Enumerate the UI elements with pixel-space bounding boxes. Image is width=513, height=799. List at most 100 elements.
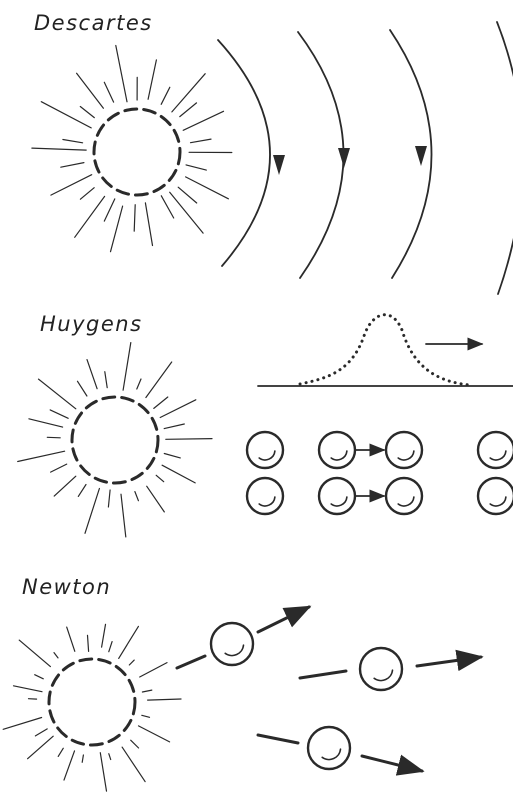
sun-ray <box>104 199 115 221</box>
ball-icon <box>211 623 253 665</box>
panel-descartes: Descartes <box>32 11 513 294</box>
ball-icon <box>319 432 355 468</box>
sun-ray <box>137 379 141 389</box>
sun-ray <box>75 196 105 237</box>
wavefront-arc <box>390 30 432 278</box>
panel-huygens: Huygens <box>18 312 513 537</box>
ball-outline <box>319 478 355 514</box>
ball-outline <box>478 478 513 514</box>
ball-outline <box>247 432 283 468</box>
sun-ray <box>39 379 76 409</box>
sun-ray <box>142 715 150 717</box>
sun-ray <box>18 451 65 461</box>
sun-ray <box>145 203 152 246</box>
sun-ray <box>51 464 67 472</box>
sun-ray <box>178 187 197 203</box>
radiating-sun-icon <box>49 659 135 745</box>
trail-line <box>177 656 205 668</box>
sun-ray <box>14 686 43 692</box>
sun-ray <box>162 465 195 483</box>
ball-icon <box>386 432 422 468</box>
wavefront-arc <box>497 22 513 294</box>
sun-ray <box>156 475 164 481</box>
arrowhead-icon <box>415 146 427 166</box>
pulse-curve <box>300 315 470 385</box>
descartes-wavefronts <box>218 22 513 294</box>
ball-icon <box>319 478 355 514</box>
sun-ray <box>78 485 86 497</box>
ball-icon <box>478 432 513 468</box>
panel-label-huygens: Huygens <box>40 312 143 336</box>
arrow-icon <box>258 607 309 632</box>
sun-ray <box>85 489 99 534</box>
sun-ray <box>186 177 229 199</box>
sun-ray <box>41 102 91 128</box>
trail-line <box>258 735 298 743</box>
sun-ray <box>47 437 60 438</box>
sun-ray <box>35 675 44 679</box>
panel-newton: Newton <box>3 575 481 791</box>
sun-ray <box>28 736 54 759</box>
sun-ray <box>32 148 86 150</box>
sun-ray <box>61 163 84 168</box>
sun-ray <box>102 624 106 647</box>
huygens-particles <box>247 432 513 514</box>
sun-ray <box>134 205 135 232</box>
sun-ray <box>166 439 212 440</box>
ball-outline <box>211 623 253 665</box>
sun-ray <box>100 753 106 791</box>
sun-ray <box>87 360 97 389</box>
sun-ray <box>170 192 203 233</box>
sun-ray <box>105 372 107 388</box>
ball-icon <box>308 727 350 769</box>
sun-ray <box>135 492 139 501</box>
ball-outline <box>319 432 355 468</box>
sun-rays <box>3 624 181 791</box>
ball-icon <box>360 648 402 690</box>
sun-ray <box>122 747 145 782</box>
ball-icon <box>478 478 513 514</box>
sun-ray <box>142 690 151 692</box>
sun-ray <box>139 726 170 742</box>
sun-ray <box>146 362 172 398</box>
sun-ray <box>63 140 83 143</box>
panel-label-descartes: Descartes <box>34 11 153 35</box>
ball-outline <box>386 432 422 468</box>
radiating-sun-icon <box>72 397 158 483</box>
huygens-pulse <box>258 315 513 386</box>
sun-ray <box>148 699 181 700</box>
sun-ray <box>116 46 127 102</box>
ball-outline <box>386 478 422 514</box>
sun-ray <box>147 486 165 512</box>
sun-ray <box>172 74 205 112</box>
newton-corpuscles <box>177 607 481 771</box>
sun-ray <box>80 107 94 118</box>
ball-icon <box>247 478 283 514</box>
sun-ray <box>54 476 76 496</box>
ball-outline <box>360 648 402 690</box>
sun-ray <box>29 419 63 427</box>
sun-ray <box>77 73 104 108</box>
sun-ray <box>164 424 184 429</box>
sun-ray <box>51 175 92 195</box>
arrow-icon <box>362 756 422 771</box>
sun-ray <box>123 343 131 391</box>
radiating-sun-icon <box>94 109 180 195</box>
trail-line <box>300 671 346 678</box>
sun-ray <box>154 397 168 408</box>
ball-outline <box>478 432 513 468</box>
ball-outline <box>308 727 350 769</box>
sun-ray <box>121 494 126 537</box>
arrow-icon <box>417 657 481 666</box>
sun-ray <box>186 165 206 170</box>
sun-ray <box>119 626 139 658</box>
sun-ray <box>82 755 83 762</box>
ball-icon <box>386 478 422 514</box>
panel-label-newton: Newton <box>22 575 111 599</box>
sun-ray <box>54 653 58 658</box>
sun-ray <box>3 718 41 730</box>
sun-ray <box>104 82 113 102</box>
sun-ray <box>111 206 123 252</box>
sun-ray <box>50 410 68 418</box>
